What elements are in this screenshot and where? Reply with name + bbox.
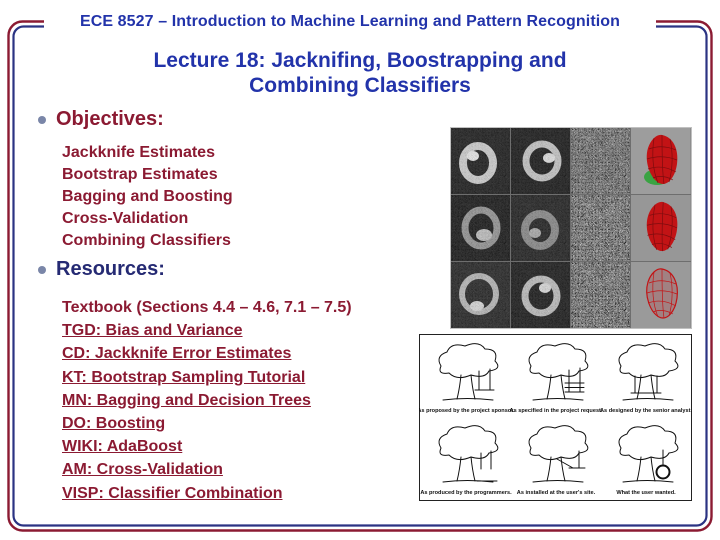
cartoon-panel: As produced by the programmers. bbox=[420, 425, 512, 496]
objectives-heading-label: Objectives: bbox=[56, 108, 164, 130]
mri-cell bbox=[511, 195, 570, 261]
cartoon-caption: As specified in the project request. bbox=[510, 408, 603, 414]
noise-cell bbox=[571, 128, 630, 194]
red-heart-mesh bbox=[631, 128, 690, 194]
bullet-icon bbox=[38, 115, 46, 124]
noise-cell bbox=[571, 262, 630, 328]
cartoon-panel: As specified in the project request. bbox=[510, 343, 603, 414]
resources-list: Textbook (Sections 4.4 – 4.6, 7.1 – 7.5)… bbox=[62, 296, 352, 505]
cartoon-caption: As designed by the senior analyst. bbox=[600, 408, 692, 414]
resource-link-tgd[interactable]: TGD: Bias and Variance bbox=[62, 322, 243, 340]
objective-item: Combining Classifiers bbox=[62, 232, 231, 249]
resource-link-do[interactable]: DO: Boosting bbox=[62, 415, 166, 433]
red-heart-mesh bbox=[631, 195, 690, 261]
objective-item: Cross-Validation bbox=[62, 210, 189, 227]
mri-cell bbox=[451, 262, 510, 328]
cartoon-panel: As proposed by the project sponsor. bbox=[417, 343, 515, 414]
tree-swing-cartoon: As proposed by the project sponsor. As s… bbox=[417, 334, 692, 501]
resource-link-mn[interactable]: MN: Bagging and Decision Trees bbox=[62, 391, 311, 409]
slide-title: Lecture 18: Jacknifing, Boostrapping and… bbox=[0, 48, 720, 98]
objectives-heading: Objectives: bbox=[38, 108, 164, 131]
cartoon-caption: As installed at the user's site. bbox=[517, 490, 596, 496]
cartoon-panel: As installed at the user's site. bbox=[517, 425, 596, 496]
objective-item: Bootstrap Estimates bbox=[62, 166, 218, 183]
mri-cell bbox=[451, 195, 510, 261]
cartoon-caption: As proposed by the project sponsor. bbox=[419, 408, 515, 414]
resource-link-visp[interactable]: VISP: Classifier Combination bbox=[62, 484, 283, 502]
resource-textbook: Textbook (Sections 4.4 – 4.6, 7.1 – 7.5) bbox=[62, 299, 352, 316]
slide-title-line2: Combining Classifiers bbox=[249, 74, 471, 97]
resources-heading: Resources: bbox=[38, 258, 165, 281]
cartoon-panel: What the user wanted. bbox=[616, 425, 679, 496]
cartoon-caption: What the user wanted. bbox=[616, 490, 676, 496]
cartoon-panel: As designed by the senior analyst. bbox=[600, 343, 692, 414]
resource-link-am[interactable]: AM: Cross-Validation bbox=[62, 461, 223, 479]
course-header: ECE 8527 – Introduction to Machine Learn… bbox=[79, 13, 621, 30]
bullet-icon bbox=[38, 265, 46, 274]
objective-item: Bagging and Boosting bbox=[62, 188, 233, 205]
mri-grid-image bbox=[450, 127, 692, 329]
slide-title-line1: Lecture 18: Jacknifing, Boostrapping and bbox=[153, 49, 567, 72]
resource-link-kt[interactable]: KT: Bootstrap Sampling Tutorial bbox=[62, 368, 306, 386]
mri-cell bbox=[511, 262, 570, 328]
objective-item: Jackknife Estimates bbox=[62, 144, 215, 161]
resource-link-wiki[interactable]: WIKI: AdaBoost bbox=[62, 438, 183, 456]
resources-heading-label: Resources: bbox=[56, 258, 165, 280]
noise-cell bbox=[571, 195, 630, 261]
cartoon-caption: As produced by the programmers. bbox=[420, 490, 512, 496]
objectives-list: Jackknife Estimates Bootstrap Estimates … bbox=[62, 142, 233, 252]
red-heart-wireframe bbox=[631, 262, 690, 328]
mri-cell bbox=[451, 128, 510, 194]
resource-link-cd[interactable]: CD: Jackknife Error Estimates bbox=[62, 345, 292, 363]
mri-cell bbox=[511, 128, 570, 194]
